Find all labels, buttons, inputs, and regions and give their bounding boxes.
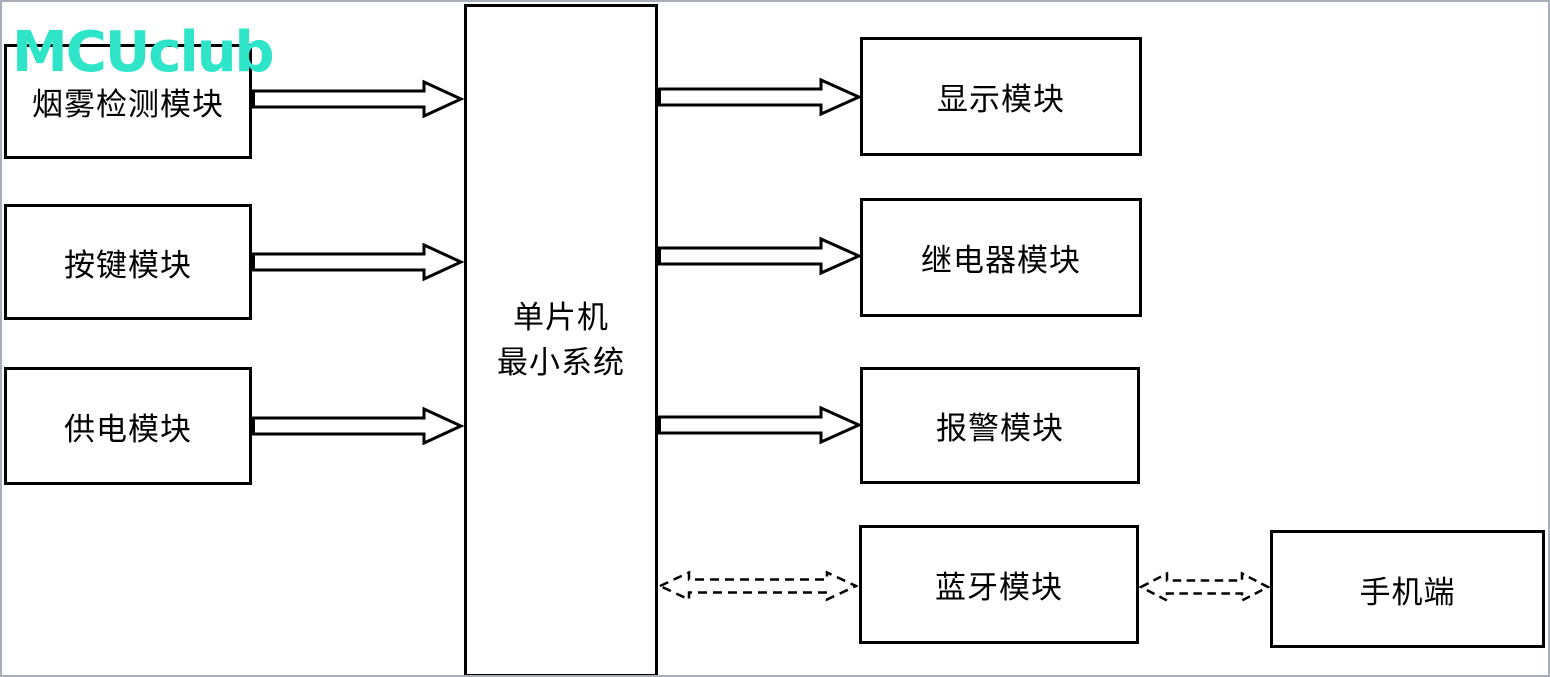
arrow-key-to-mcu-icon (252, 242, 464, 282)
node-power-supply-module: 供电模块 (4, 367, 252, 485)
node-label: 报警模块 (936, 411, 1064, 446)
node-relay-module: 继电器模块 (860, 198, 1142, 317)
arrow-mcu-to-alarm-icon (658, 405, 862, 445)
arrow-smoke-to-mcu-icon (252, 79, 464, 119)
node-label: 蓝牙模块 (935, 570, 1063, 605)
node-label-line1: 单片机 (513, 300, 609, 336)
node-phone-terminal: 手机端 (1270, 530, 1545, 648)
node-mcu-minimum-system: 单片机 最小系统 (464, 4, 658, 675)
arrow-bluetooth-phone-bidirectional-icon (1139, 571, 1270, 603)
watermark-mcuclub: MCUclub (12, 20, 275, 85)
node-bluetooth-module: 蓝牙模块 (859, 525, 1139, 644)
node-label: 供电模块 (64, 411, 192, 447)
arrow-mcu-bluetooth-bidirectional-icon (658, 570, 858, 602)
node-label: 按键模块 (64, 247, 192, 283)
node-key-module: 按键模块 (4, 204, 252, 320)
arrow-mcu-to-display-icon (658, 77, 862, 117)
node-display-module: 显示模块 (860, 37, 1142, 156)
node-label: 显示模块 (937, 82, 1065, 117)
node-smoke-detection-module: 烟雾检测模块 (4, 44, 252, 159)
node-label: 手机端 (1359, 574, 1456, 610)
node-label: 烟雾检测模块 (32, 87, 224, 122)
arrow-power-to-mcu-icon (252, 406, 464, 446)
node-label: 继电器模块 (921, 243, 1081, 278)
arrow-mcu-to-relay-icon (658, 236, 862, 276)
node-alarm-module: 报警模块 (860, 367, 1140, 484)
node-label-line2: 最小系统 (497, 344, 625, 380)
